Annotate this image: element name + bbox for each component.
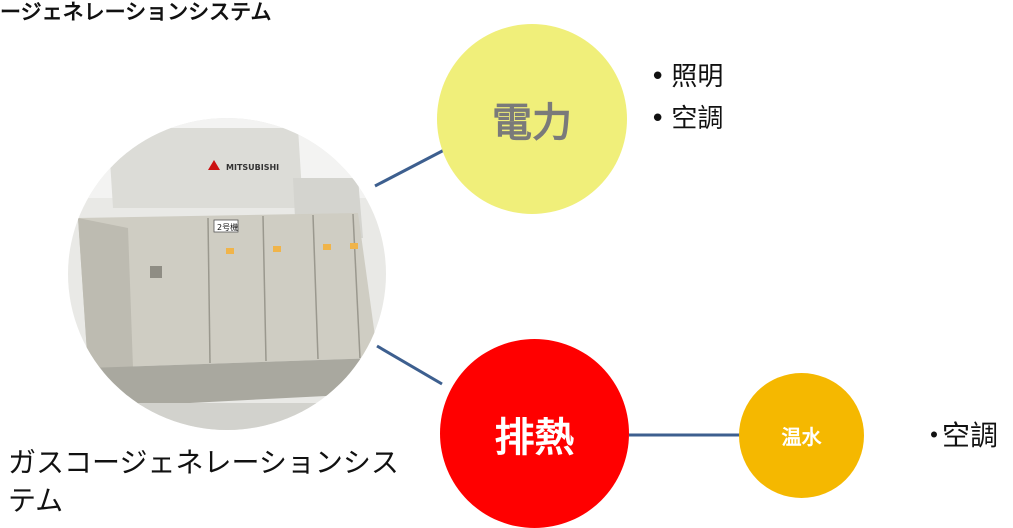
hot-water-node: 温水 [739, 373, 864, 498]
unit-plate-text: 2号機 [217, 222, 238, 232]
hot-water-use-item: 空調 [920, 414, 998, 454]
photo-to-waste-heat-line [376, 344, 443, 386]
power-use-item: 照明 [650, 56, 723, 98]
generator-photo: MITSUBISHI 2号機 [68, 118, 386, 430]
power-node: 電力 [437, 24, 627, 214]
hot-water-label: 温水 [781, 425, 822, 449]
brand-text: MITSUBISHI [226, 163, 279, 172]
power-label: 電力 [492, 100, 572, 146]
power-use-item: 空調 [650, 98, 723, 140]
photo-caption: ガスコージェネレーションシステム [8, 446, 399, 517]
power-uses-list: 照明 空調 [650, 56, 723, 140]
waste-heat-label: 排熱 [494, 414, 575, 461]
waste-heat-node: 排熱 [440, 339, 629, 528]
page-title: ージェネレーションシステム [0, 0, 272, 24]
photo-to-power-line [374, 146, 449, 188]
